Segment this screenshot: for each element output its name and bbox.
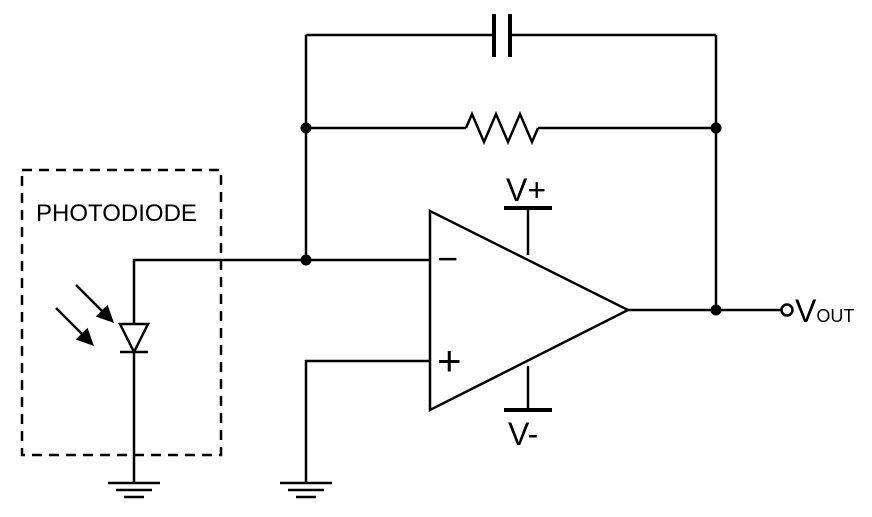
junction-dot xyxy=(710,304,722,316)
ground-symbol xyxy=(108,481,160,499)
feedback-capacitor xyxy=(492,14,512,57)
junction-dots xyxy=(300,122,722,316)
v-plus-label: V+ xyxy=(506,172,546,208)
junction-dot xyxy=(300,254,312,266)
photodiode-enclosure xyxy=(20,168,223,457)
v-minus-label: V- xyxy=(508,416,538,452)
feedback-resistor xyxy=(464,110,540,146)
output-terminal xyxy=(780,303,794,317)
circuit-wires xyxy=(132,33,782,483)
noninverting-input-sign: + xyxy=(437,337,462,384)
junction-dot xyxy=(710,122,722,134)
incident-light-arrows xyxy=(55,284,115,347)
v-out-label: VOUT xyxy=(795,293,854,329)
ground-symbol xyxy=(280,481,332,499)
photodiode-label: PHOTODIODE xyxy=(36,200,197,227)
photodiode-symbol xyxy=(117,322,151,355)
inverting-input-sign: − xyxy=(437,238,458,279)
junction-dot xyxy=(300,122,312,134)
op-amp xyxy=(428,208,631,413)
